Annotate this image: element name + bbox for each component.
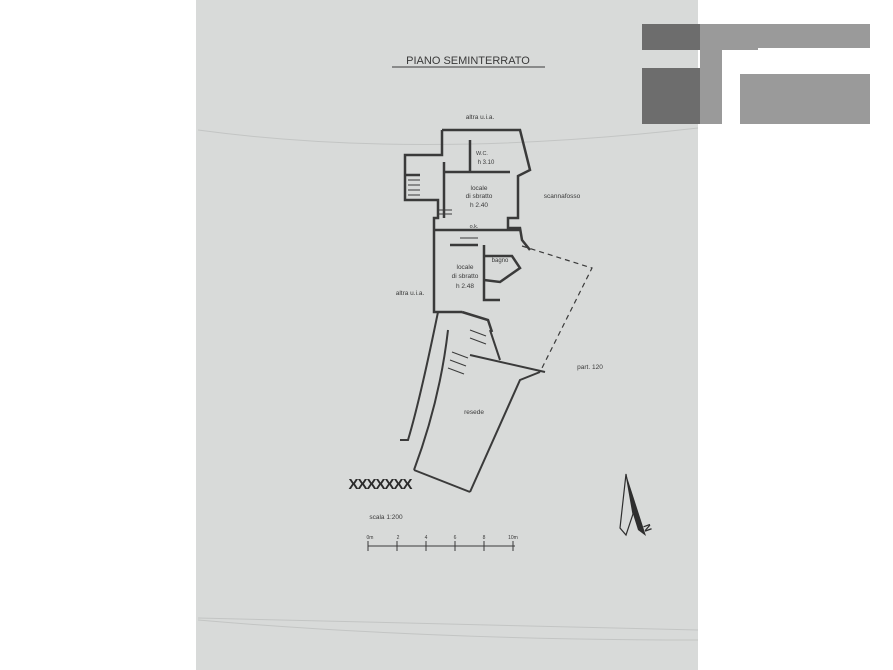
building-walls	[403, 128, 532, 333]
label-resede: resede	[464, 409, 484, 416]
agency-logo	[642, 24, 870, 124]
scale-tick-8: 8	[483, 535, 486, 541]
scale-label: scala 1:200	[369, 514, 403, 521]
scale-bar: 0m 2 4 6 8 10m	[367, 535, 518, 551]
label-room1-line1: locale	[471, 185, 488, 192]
label-altra-uia-top: altra u.i.a.	[466, 114, 495, 121]
scale-tick-0: 0m	[367, 535, 374, 541]
label-room1-line2: di sbratto	[466, 193, 493, 200]
north-label: N	[642, 522, 655, 533]
label-scannafosso: scannafosso	[544, 193, 581, 200]
scale-tick-10: 10m	[508, 535, 518, 541]
label-room1-h: h 2.40	[470, 202, 488, 209]
label-room2-h: h 2.48	[456, 283, 474, 290]
boundary-dashed	[521, 245, 593, 373]
label-bagno: bagno	[492, 258, 509, 264]
label-wc: W.C.	[476, 151, 488, 157]
scale-tick-4: 4	[425, 535, 428, 541]
label-altra-uia-left: altra u.i.a.	[396, 290, 425, 297]
label-h-wc: h 3.10	[478, 160, 495, 166]
scale-tick-6: 6	[454, 535, 457, 541]
label-room2-line2: di sbratto	[452, 273, 479, 280]
label-part: part. 120	[577, 364, 603, 371]
scale-tick-2: 2	[397, 535, 400, 541]
resede-outline	[400, 311, 546, 493]
label-ok: o.k.	[470, 224, 479, 230]
label-room2-line1: locale	[457, 264, 474, 271]
north-arrow-icon: N	[619, 473, 655, 537]
plan-title: PIANO SEMINTERRATO	[406, 55, 530, 67]
redacted-text: XXXXXXX	[348, 476, 412, 493]
